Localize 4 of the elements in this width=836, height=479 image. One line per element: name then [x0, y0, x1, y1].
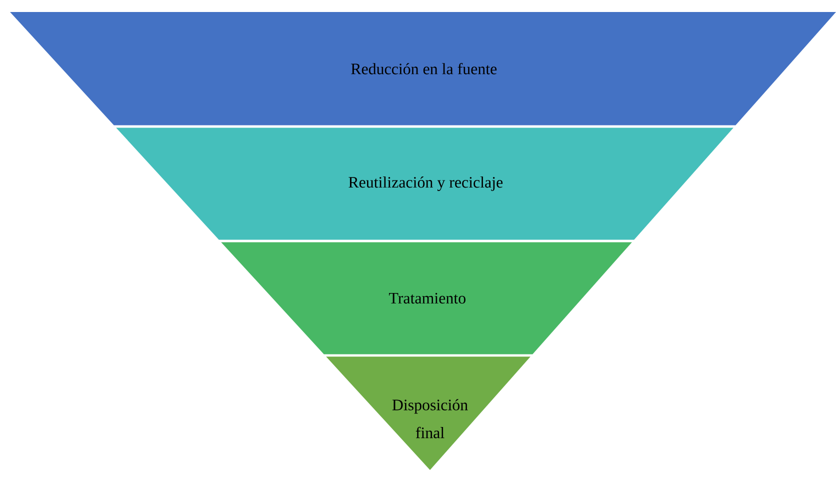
funnel-band: Tratamiento	[221, 242, 632, 354]
funnel-band: Reutilización y reciclaje	[116, 128, 734, 240]
funnel-band: Disposición final	[326, 356, 530, 470]
funnel-band: Reducción en la fuente	[10, 12, 836, 126]
